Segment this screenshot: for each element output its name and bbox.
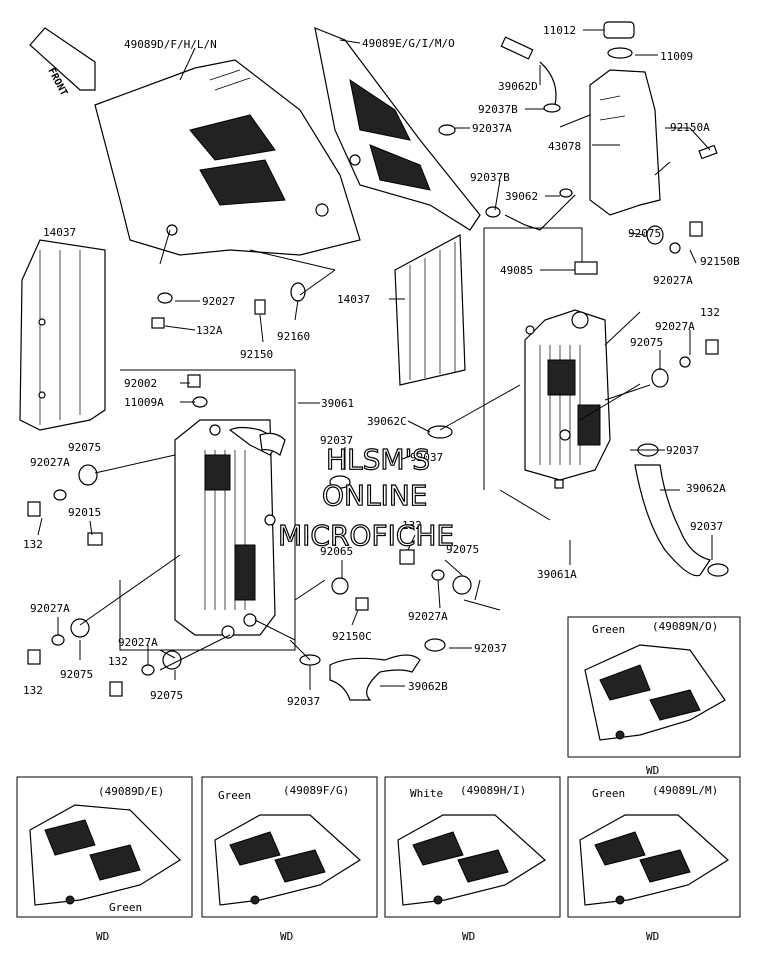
label-92027A-top-right: 92027A (653, 274, 693, 287)
label-92075-top-right: 92075 (628, 227, 661, 240)
watermark-line-1: HLSM'S (326, 443, 430, 476)
variant-lm-color: Green (592, 787, 625, 800)
label-92075-center: 92075 (446, 543, 479, 556)
label-39062B: 39062B (408, 680, 448, 693)
variant-hi-color: White (410, 787, 443, 800)
variant-de-code: (49089D/E) (98, 785, 164, 798)
radiator-right (483, 227, 611, 490)
label-49085: 49085 (500, 264, 533, 277)
variant-lm-code: (49089L/M) (652, 784, 718, 797)
label-132-lower: 132 (108, 655, 128, 668)
label-92150B: 92150B (700, 255, 740, 268)
variant-fg-note: WD (280, 930, 293, 943)
label-14037-left: 14037 (43, 226, 76, 239)
watermark: HLSM'S ONLINE MICROFICHE (277, 442, 454, 552)
label-92075-lower: 92075 (150, 689, 183, 702)
label-39062C: 39062C (367, 415, 407, 428)
label-132-lower-left: 132 (23, 684, 43, 697)
label-92075-left: 92075 (68, 441, 101, 454)
label-92015: 92015 (68, 506, 101, 519)
hardware (27, 221, 729, 697)
label-92037-far-right: 92037 (690, 520, 723, 533)
front-arrow: FRONT (29, 27, 96, 98)
variant-hi-note: WD (462, 930, 475, 943)
part-labels: 49089D/F/H/L/N 49089E/G/I/M/O 11012 1100… (23, 24, 740, 708)
watermark-line-2: ONLINE (322, 479, 427, 512)
label-11009: 11009 (660, 50, 693, 63)
variant-no-code: (49089N/O) (652, 620, 718, 633)
label-39062D: 39062D (498, 80, 538, 93)
label-92075-lower-left: 92075 (60, 668, 93, 681)
reservoir-tank (438, 21, 718, 231)
variant-hi-code: (49089H/I) (460, 784, 526, 797)
label-39061A: 39061A (537, 568, 577, 581)
label-92027: 92027 (202, 295, 235, 308)
label-43078: 43078 (548, 140, 581, 153)
label-92027A-lower: 92027A (118, 636, 158, 649)
label-92027A-left: 92027A (30, 456, 70, 469)
label-132A: 132A (196, 324, 223, 337)
variant-de-color: Green (109, 901, 142, 914)
label-92075-right: 92075 (630, 336, 663, 349)
label-92027A-center: 92027A (408, 610, 448, 623)
variant-de-note: WD (96, 930, 109, 943)
radiator-left (119, 369, 296, 651)
label-92037-bottom: 92037 (287, 695, 320, 708)
variant-lm-note: WD (646, 930, 659, 943)
variant-box-fg: Green (49089F/G) WD (201, 776, 378, 943)
label-92150C: 92150C (332, 630, 372, 643)
label-39062: 39062 (505, 190, 538, 203)
variant-fg-code: (49089F/G) (283, 784, 349, 797)
label-92150A: 92150A (670, 121, 710, 134)
leader-lines (37, 29, 713, 690)
label-132-center: 132 (402, 519, 422, 532)
variant-box-lm: Green (49089L/M) WD (567, 776, 741, 943)
watermark-line-3: MICROFICHE (278, 519, 454, 552)
label-92037B-mid: 92037B (470, 171, 510, 184)
label-11009A: 11009A (124, 396, 164, 409)
label-92150: 92150 (240, 348, 273, 361)
label-49089DFHLN: 49089D/F/H/L/N (124, 38, 217, 51)
label-92037-center-right: 92037 (410, 451, 443, 464)
label-92037-right: 92037 (666, 444, 699, 457)
guard-right (394, 234, 466, 386)
guard-left (19, 239, 106, 431)
label-11012: 11012 (543, 24, 576, 37)
variant-box-no: Green (49089N/O) WD (567, 616, 741, 777)
label-92065: 92065 (320, 545, 353, 558)
label-92027A-lower-left: 92027A (30, 602, 70, 615)
shroud-right (314, 27, 481, 231)
label-39061: 39061 (321, 397, 354, 410)
label-132-top-right: 132 (700, 306, 720, 319)
label-49089EGIMO: 49089E/G/I/M/O (362, 37, 455, 50)
variant-no-color: Green (592, 623, 625, 636)
label-92037-lower-center: 92037 (474, 642, 507, 655)
label-39062A: 39062A (686, 482, 726, 495)
label-92037-center: 92037 (320, 434, 353, 447)
hoses (259, 432, 711, 701)
label-132-left: 132 (23, 538, 43, 551)
label-14037-right: 14037 (337, 293, 370, 306)
variant-fg-color: Green (218, 789, 251, 802)
label-92160: 92160 (277, 330, 310, 343)
label-92037B-top: 92037B (478, 103, 518, 116)
label-92002: 92002 (124, 377, 157, 390)
label-92037A-top: 92037A (472, 122, 512, 135)
variant-box-hi: White (49089H/I) WD (384, 776, 561, 943)
variant-box-de: (49089D/E) Green WD (16, 776, 193, 943)
variant-no-note: WD (646, 764, 659, 777)
label-92027A-right: 92027A (655, 320, 695, 333)
shroud-left (94, 59, 361, 256)
